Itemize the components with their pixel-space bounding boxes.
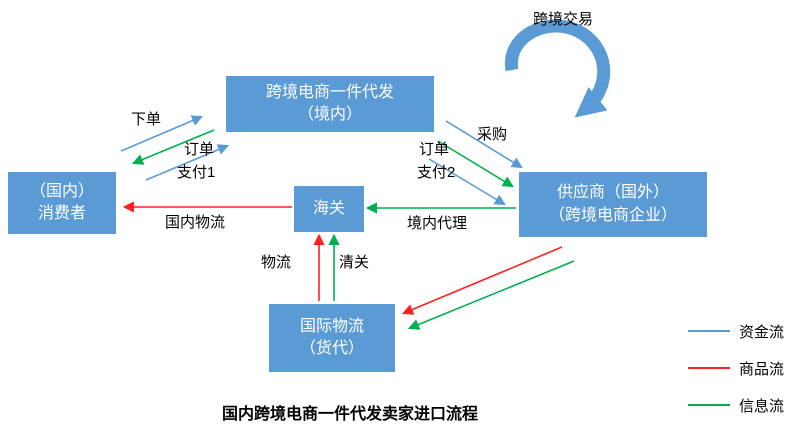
node-supplier: 供应商（国外） （跨境电商企业） bbox=[519, 172, 707, 237]
arrow-info-to-forwarder bbox=[407, 260, 575, 330]
legend-label-info-flow: 信息流 bbox=[739, 397, 785, 415]
money-flow-line-icon bbox=[688, 330, 730, 332]
node-supplier-line2: （跨境电商企业） bbox=[548, 206, 677, 224]
legend-item-info-flow: 信息流 bbox=[688, 395, 784, 415]
node-platform: 跨境电商一件代发 （境内） bbox=[226, 76, 434, 132]
label-order-1: 订单 bbox=[184, 141, 215, 158]
arrow-order-to-supplier bbox=[437, 140, 514, 188]
node-consumer-line1: （国内） bbox=[29, 182, 94, 200]
label-purchase: 采购 bbox=[477, 126, 508, 143]
legend-item-goods-flow: 商品流 bbox=[688, 358, 784, 378]
diagram-title: 国内跨境电商一件代发卖家进口流程 bbox=[221, 406, 478, 423]
label-domestic-logistics: 国内物流 bbox=[165, 214, 226, 231]
legend-label-goods-flow: 商品流 bbox=[739, 360, 785, 378]
node-logistics: 国际物流 （货代） bbox=[269, 304, 395, 372]
node-logistics-line2: （货代） bbox=[299, 340, 364, 357]
arrow-order-to-consumer bbox=[131, 129, 215, 165]
goods-flow-line-icon bbox=[688, 367, 730, 369]
node-logistics-line1: 国际物流 bbox=[299, 317, 364, 335]
arrow-purchase bbox=[445, 120, 523, 169]
label-domestic-agent: 境内代理 bbox=[407, 215, 468, 232]
node-platform-line2: （境内） bbox=[297, 106, 362, 123]
label-order-2: 订单 bbox=[419, 141, 450, 158]
arrow-goods-to-forwarder bbox=[401, 246, 563, 315]
node-consumer: （国内） 消费者 bbox=[8, 172, 116, 234]
label-customs-clearance: 清关 bbox=[339, 254, 370, 271]
node-customs-line1: 海关 bbox=[312, 199, 345, 217]
label-pay-1: 支付1 bbox=[177, 164, 216, 181]
arrow-pay-2 bbox=[428, 158, 506, 206]
info-flow-line-icon bbox=[688, 404, 730, 406]
label-place-order: 下单 bbox=[131, 111, 162, 128]
node-consumer-line2: 消费者 bbox=[37, 205, 86, 222]
node-platform-line1: 跨境电商一件代发 bbox=[265, 83, 394, 101]
legend-item-money-flow: 资金流 bbox=[688, 321, 784, 341]
arrow-place-order bbox=[120, 115, 204, 152]
node-supplier-line1: 供应商（国外） bbox=[556, 184, 669, 202]
legend-label-money-flow: 资金流 bbox=[739, 323, 785, 341]
node-customs: 海关 bbox=[294, 186, 364, 232]
label-logistics: 物流 bbox=[261, 254, 292, 271]
label-cross-border-trade: 跨境交易 bbox=[533, 11, 594, 28]
cross-border-trade-arrow bbox=[505, 19, 611, 118]
label-pay-2: 支付2 bbox=[417, 164, 456, 181]
arrow-pay-1 bbox=[145, 144, 230, 181]
